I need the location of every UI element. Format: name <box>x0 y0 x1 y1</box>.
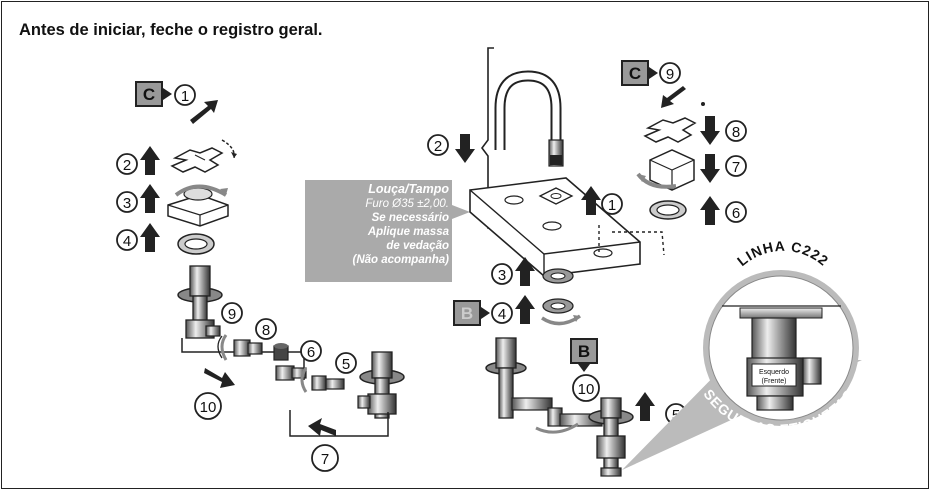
svg-text:8: 8 <box>732 124 740 141</box>
svg-text:4: 4 <box>498 306 506 323</box>
valve-right-b <box>588 397 634 477</box>
svg-text:(Frente): (Frente) <box>762 378 787 385</box>
step-2-left: 2 <box>116 146 160 175</box>
arrow-down-right-left <box>204 368 235 388</box>
svg-text:Se necessário: Se necessário <box>372 212 449 224</box>
nut-left <box>273 343 289 361</box>
svg-text:Louça/Tampo: Louça/Tampo <box>368 182 449 196</box>
svg-text:6: 6 <box>307 344 315 361</box>
step-7-right: 7 <box>700 154 747 183</box>
svg-text:10: 10 <box>578 381 595 398</box>
arrow-left-down <box>308 418 336 436</box>
svg-text:4: 4 <box>123 233 131 250</box>
step-1-left: 1 <box>174 84 196 106</box>
valve-right-a <box>485 337 603 427</box>
svg-text:3: 3 <box>123 195 131 212</box>
svg-text:1: 1 <box>608 197 616 214</box>
step-2-right: 2 <box>427 134 475 163</box>
step-3-right: 3 <box>491 257 535 286</box>
label-b-small: B <box>453 300 490 326</box>
step-4-left: 4 <box>116 223 160 252</box>
svg-text:10: 10 <box>200 399 217 416</box>
svg-text:6: 6 <box>732 205 740 222</box>
page-title: Antes de iniciar, feche o registro geral… <box>19 21 323 39</box>
spout <box>494 70 564 167</box>
step-1-right: 1 <box>581 186 623 215</box>
svg-text:5: 5 <box>342 356 350 373</box>
screw-dot <box>701 102 705 106</box>
svg-text:7: 7 <box>732 159 740 176</box>
svg-text:2: 2 <box>123 157 131 174</box>
svg-text:LINHA C222: LINHA C222 <box>734 238 832 269</box>
step-8-right: 8 <box>700 116 747 145</box>
step-9-left: 9 <box>221 302 243 324</box>
svg-text:3: 3 <box>498 267 506 284</box>
step-10-left: 10 <box>194 392 222 420</box>
step-6-right: 6 <box>700 196 747 225</box>
step-3-left: 3 <box>116 184 160 213</box>
arrow-up-right-left <box>190 100 218 124</box>
step-6-left: 6 <box>300 340 322 362</box>
svg-text:C: C <box>629 64 641 83</box>
cross-handle-right <box>643 117 697 143</box>
step-10-right: 10 <box>572 374 600 402</box>
valve-left-a <box>177 265 223 339</box>
svg-text:8: 8 <box>262 322 270 339</box>
svg-text:C: C <box>143 85 155 104</box>
valve-left-b <box>357 351 405 419</box>
coupling-left <box>275 365 345 393</box>
washer-left <box>177 233 215 255</box>
label-c-left: C <box>135 81 172 107</box>
arrow-rotate-right <box>535 422 579 434</box>
bonnet-right <box>636 149 695 191</box>
bonnet-left <box>167 184 229 227</box>
step-5-left: 5 <box>335 352 357 374</box>
svg-text:B: B <box>578 342 590 361</box>
svg-text:9: 9 <box>228 306 236 323</box>
svg-text:Aplique massa: Aplique massa <box>367 226 450 238</box>
svg-text:7: 7 <box>321 451 329 468</box>
step-4-right: 4 <box>491 295 535 324</box>
svg-text:2: 2 <box>434 138 442 155</box>
label-b: B <box>570 338 598 372</box>
connector-9-left <box>217 334 263 361</box>
svg-text:(Não acompanha): (Não acompanha) <box>353 254 450 266</box>
cross-handle-left <box>170 139 237 173</box>
svg-text:Furo Ø35 ±2,00.: Furo Ø35 ±2,00. <box>365 198 449 210</box>
svg-text:de vedação: de vedação <box>386 240 449 252</box>
magnifier-badge: Esquerdo (Frente) LINHA C222 SEGUIR AS E… <box>701 238 859 437</box>
step-7-left: 7 <box>311 444 339 472</box>
svg-text:Esquerdo: Esquerdo <box>759 369 789 376</box>
svg-text:1: 1 <box>181 88 189 105</box>
step-9-right: 9 <box>659 62 681 84</box>
arrow-down-left-right <box>661 86 686 108</box>
svg-text:B: B <box>461 304 473 323</box>
svg-text:9: 9 <box>666 66 674 83</box>
washer-right <box>649 200 687 220</box>
washer-3-right <box>542 268 574 284</box>
bracket-left-2 <box>289 410 389 437</box>
step-8-left: 8 <box>255 318 277 340</box>
countertop <box>469 177 665 277</box>
label-c-right: C <box>621 60 658 86</box>
nut-4-right <box>541 298 582 326</box>
callout-box: Louça/Tampo Furo Ø35 ±2,00. Se necessári… <box>305 180 470 282</box>
